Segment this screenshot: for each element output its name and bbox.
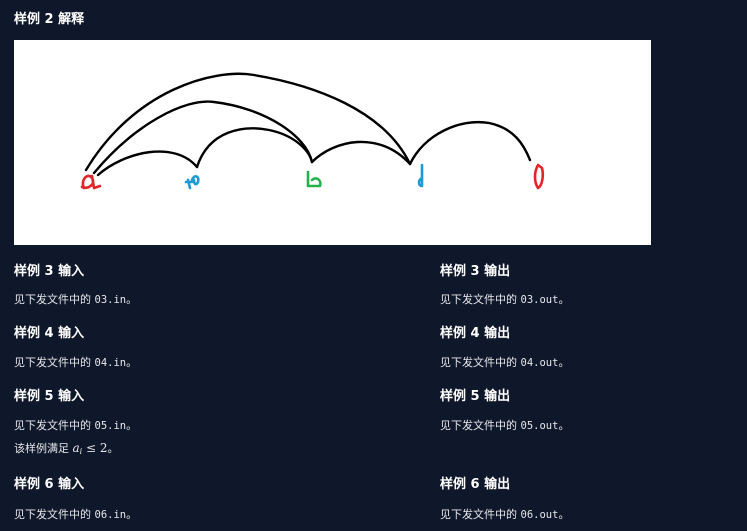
example5-note-rel: ≤ 2 [82,441,107,455]
node-1-red [82,176,100,188]
example5-output-suffix: 。 [558,419,569,432]
example6-output-suffix: 。 [558,508,569,521]
arc-right-1 [312,142,410,164]
node-2-blue [186,176,198,188]
example5-input-text: 见下发文件中的 05.in。 [14,417,137,433]
example4-output-text: 见下发文件中的 04.out。 [440,354,569,370]
example5-output-text: 见下发文件中的 05.out。 [440,417,569,433]
example5-output-file: 05.out [521,420,559,432]
example2-title: 样例 2 解释 [14,8,84,27]
example4-output-file: 04.out [521,357,559,369]
example4-output-suffix: 。 [558,356,569,369]
example6-output-prefix: 见下发文件中的 [440,508,521,521]
example6-output-title: 样例 6 输出 [440,473,510,492]
example3-input-file: 03.in [95,294,127,306]
example5-input-file: 05.in [95,420,127,432]
node-4-blue [419,165,422,186]
example3-input-suffix: 。 [126,293,137,306]
example5-note-suffix: 。 [108,442,119,455]
example5-input-prefix: 见下发文件中的 [14,419,95,432]
example5-output-title: 样例 5 输出 [440,385,510,404]
example3-input-title: 样例 3 输入 [14,260,84,279]
node-3-green [308,172,320,186]
example5-note: 该样例满足 ai ≤ 2。 [14,440,119,456]
example4-input-file: 04.in [95,357,127,369]
example4-input-title: 样例 4 输入 [14,322,84,341]
example3-input-text: 见下发文件中的 03.in。 [14,291,137,307]
example6-output-file: 06.out [521,509,559,521]
example4-output-prefix: 见下发文件中的 [440,356,521,369]
example4-output-title: 样例 4 输出 [440,322,510,341]
arc-inner-left [98,152,197,175]
arc-diagram [14,40,651,245]
example6-input-title: 样例 6 输入 [14,473,84,492]
example4-input-prefix: 见下发文件中的 [14,356,95,369]
example3-output-title: 样例 3 输出 [440,260,510,279]
example2-figure [14,40,651,245]
example6-input-suffix: 。 [126,508,137,521]
example5-note-prefix: 该样例满足 [14,442,73,455]
arc-middle [94,102,312,173]
example5-input-suffix: 。 [126,419,137,432]
example5-note-math: ai ≤ 2 [73,441,108,455]
arc-right-2 [410,122,530,164]
example5-note-var: a [73,441,80,455]
example3-output-prefix: 见下发文件中的 [440,293,521,306]
node-5-red [535,165,543,188]
example3-input-prefix: 见下发文件中的 [14,293,95,306]
example4-input-suffix: 。 [126,356,137,369]
example3-output-text: 见下发文件中的 03.out。 [440,291,569,307]
example3-output-suffix: 。 [558,293,569,306]
example5-output-prefix: 见下发文件中的 [440,419,521,432]
example6-output-text: 见下发文件中的 06.out。 [440,506,569,522]
example6-input-file: 06.in [95,509,127,521]
example3-output-file: 03.out [521,294,559,306]
example4-input-text: 见下发文件中的 04.in。 [14,354,137,370]
example6-input-text: 见下发文件中的 06.in。 [14,506,137,522]
example5-input-title: 样例 5 输入 [14,385,84,404]
example6-input-prefix: 见下发文件中的 [14,508,95,521]
